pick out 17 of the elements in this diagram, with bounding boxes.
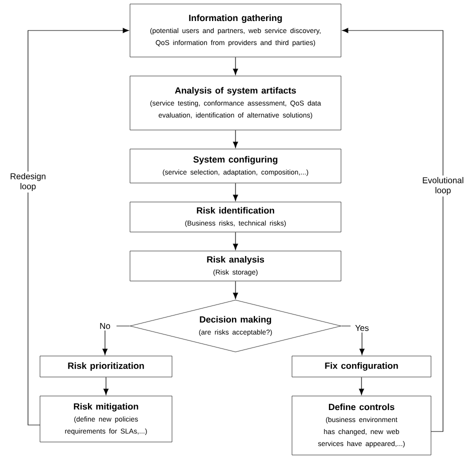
arrow — [232, 56, 238, 75]
arrow — [359, 376, 364, 395]
edge-label: Yes — [350, 324, 374, 332]
arrow — [232, 232, 238, 250]
process-box: Fix configuration — [292, 356, 432, 378]
arrow — [232, 280, 238, 299]
edge-label: Redesign loop — [4, 172, 52, 192]
arrow — [102, 326, 130, 355]
process-box: Risk prioritization — [40, 356, 172, 378]
edge-label: Evolutional loop — [418, 176, 468, 196]
arrow — [103, 376, 109, 395]
arrow — [340, 326, 365, 355]
edge-label: No — [94, 322, 116, 330]
arrow — [232, 182, 238, 201]
arrow — [232, 130, 238, 148]
arrow — [28, 28, 129, 426]
arrow — [342, 28, 444, 432]
